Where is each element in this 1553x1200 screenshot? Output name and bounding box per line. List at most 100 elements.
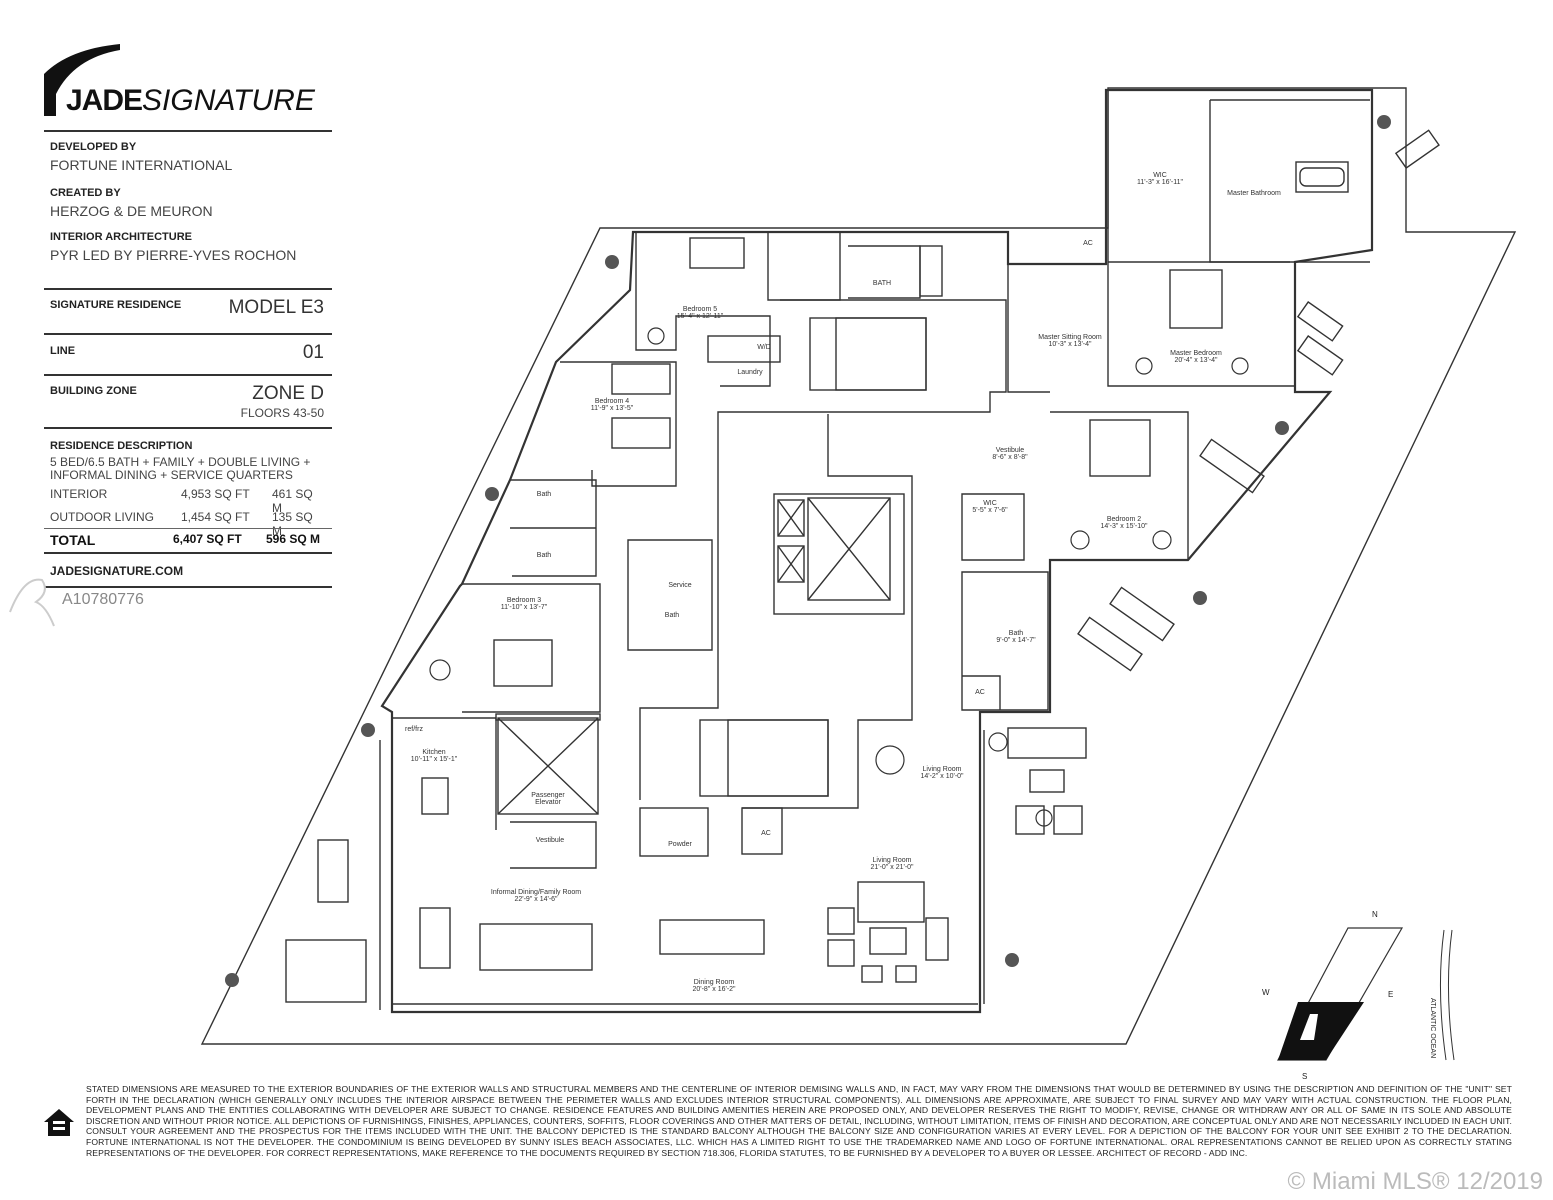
room-name: Living Room (872, 857, 912, 864)
mls-listing-id: A10780776 (62, 591, 144, 608)
room-label: Bath (537, 491, 551, 498)
compass-south: S (1302, 1072, 1308, 1081)
jade-logo-mark (44, 44, 120, 116)
residence-value: MODEL E3 (228, 297, 324, 318)
room-name: AC (975, 689, 985, 696)
developed-by-label: DEVELOPED BY (50, 141, 137, 153)
zone-value: ZONE D (252, 383, 324, 404)
room-label: Master Bathroom (1227, 190, 1281, 197)
area-sqm: 596 SQ M (266, 532, 321, 546)
room-label: Bath (537, 552, 551, 559)
room-name: WIC (1153, 172, 1167, 179)
mls-watermark-icon (9, 578, 55, 627)
legal-disclaimer: STATED DIMENSIONS ARE MEASURED TO THE EX… (86, 1084, 1512, 1158)
area-sqm: 135 SQ M (272, 510, 313, 538)
area-label: OUTDOOR LIVING (50, 510, 155, 524)
website-link[interactable]: JADESIGNATURE.COM (50, 564, 184, 578)
room-label: AC (1083, 240, 1093, 247)
room-dims: 11'-3" x 16'-11" (1137, 179, 1183, 186)
floors-value: FLOORS 43-50 (240, 406, 324, 420)
room-name: BATH (872, 280, 892, 287)
room-label: Laundry (737, 369, 762, 376)
room-name: Vestibule (995, 447, 1025, 454)
room-dims: 10'-11" x 15'-1" (410, 756, 458, 763)
compass-east: E (1388, 990, 1394, 999)
room-name: Master Bathroom (1227, 190, 1281, 197)
area-sqft: 1,454 SQ FT (181, 510, 250, 524)
room-dims: 10'-3" x 13'-4" (1048, 341, 1092, 348)
room-name: Vestibule (535, 837, 565, 844)
description-label: RESIDENCE DESCRIPTION (50, 440, 193, 452)
room-label: Vestibule (536, 837, 564, 844)
area-sqft: 4,953 SQ FT (181, 487, 250, 501)
room-name: AC (761, 830, 771, 837)
room-name: Master Sitting Room (1038, 334, 1102, 341)
room-name: Living Room (922, 766, 962, 773)
room-label: ref/frz (405, 726, 423, 733)
divider (44, 528, 332, 529)
room-label: AC (975, 689, 985, 696)
room-dims: 11'-10" x 13'-7" (500, 604, 548, 611)
room-dims: 8'-6" x 8'-8" (992, 454, 1028, 461)
room-label: Bath (665, 612, 679, 619)
room-name: Kitchen (422, 749, 446, 756)
ocean-label: ATLANTIC OCEAN (1429, 998, 1436, 1059)
created-by-label: CREATED BY (50, 187, 121, 199)
area-sqft: 6,407 SQ FT (173, 532, 242, 546)
floor-plan (200, 87, 1517, 1061)
line-value: 01 (302, 342, 324, 363)
room-label: Powder (668, 841, 692, 848)
room-name: Informal Dining/Family Room (490, 889, 582, 896)
room-name: Passenger Elevator (531, 792, 565, 806)
interior-outline (380, 88, 1374, 1014)
room-name: Master Bedroom (1170, 350, 1222, 357)
zone-label: BUILDING ZONE (50, 385, 137, 397)
compass-west: W (1262, 988, 1270, 997)
room-name: Bath (664, 612, 680, 619)
equal-housing-icon (44, 1109, 74, 1136)
room-label: AC (761, 830, 771, 837)
room-dims: 21'-0" x 21'-0" (870, 864, 914, 871)
room-name: WIC (983, 500, 997, 507)
line-label: LINE (50, 345, 76, 357)
room-label: Passenger Elevator (523, 792, 573, 806)
brand-name-bold: JADE (66, 84, 143, 117)
room-dims: 20'-8" x 16'-2" (692, 986, 736, 993)
room-dims: 5'-5" x 7'-6" (972, 507, 1008, 514)
divider (44, 333, 332, 335)
plant-icons (225, 115, 1391, 987)
room-name: Dining Room (693, 979, 735, 986)
description-line-2: INFORMAL DINING + SERVICE QUARTERS (50, 468, 293, 482)
room-name: W/D (757, 344, 771, 351)
room-name: Bedroom 5 (682, 306, 718, 313)
room-label: BATH (873, 280, 891, 287)
room-dims: 14'-2" x 10'-0" (920, 773, 964, 780)
room-name: Bath (536, 491, 552, 498)
brand-logo: JADESIGNATURE (66, 84, 315, 118)
room-name: Powder (668, 841, 692, 848)
interior-label: INTERIOR ARCHITECTURE (50, 231, 192, 243)
room-dims: 9'-0" x 14'-7" (996, 637, 1036, 644)
room-name: Bedroom 4 (594, 398, 630, 405)
room-name: Laundry (737, 369, 763, 376)
brand-name-italic: SIGNATURE (142, 84, 315, 117)
divider (44, 374, 332, 376)
divider (44, 552, 332, 554)
area-label: INTERIOR (50, 487, 108, 501)
room-label: W/D (757, 344, 771, 351)
room-dims: 14'-3" x 15'-10" (1100, 523, 1148, 530)
